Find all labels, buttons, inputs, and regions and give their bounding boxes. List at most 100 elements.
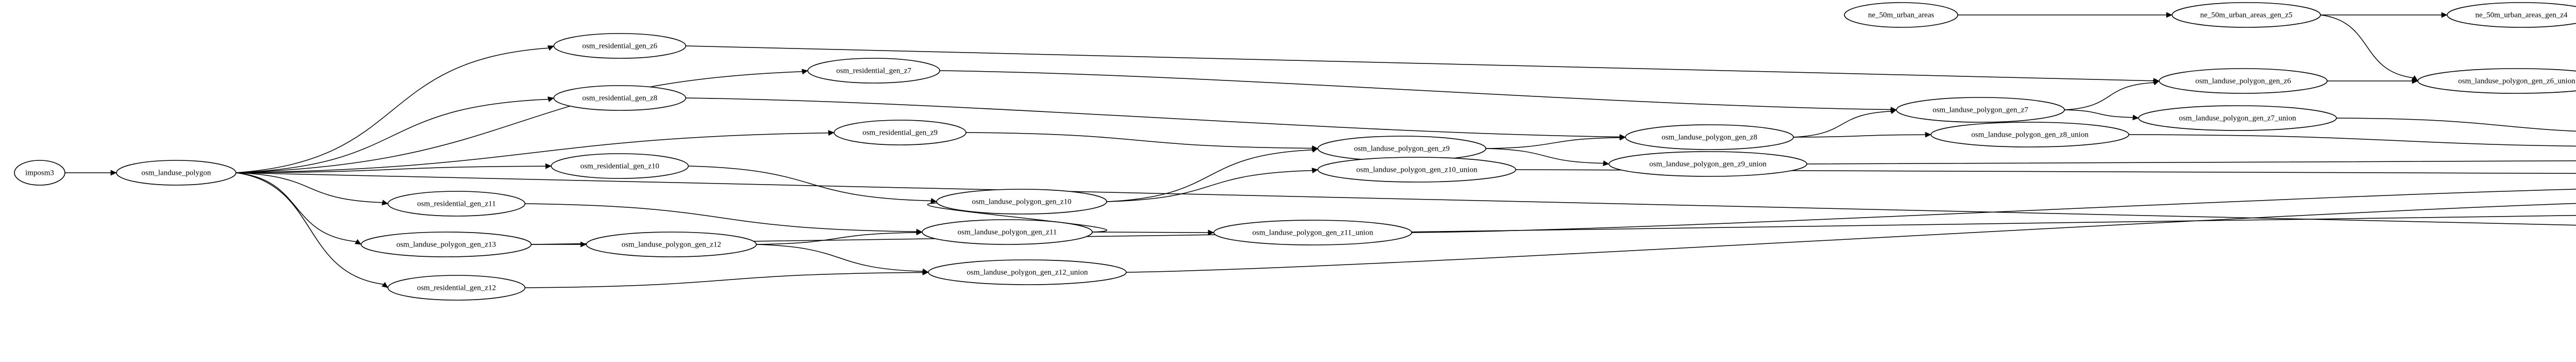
node-osm_landuse_polygon_gen_z11_union[interactable]: osm_landuse_polygon_gen_z11_union	[1213, 220, 1412, 245]
edge-osm_landuse_polygon_gen_z10-to-osm_landuse_polygon_gen_z10_union	[1106, 170, 1313, 202]
node-osm_landuse_polygon_gen_z8[interactable]: osm_landuse_polygon_gen_z8	[1625, 124, 1794, 150]
edge-osm_residential_gen_z9-to-osm_landuse_polygon_gen_z9	[965, 132, 1313, 149]
node-ellipse[interactable]	[2172, 2, 2321, 28]
edge-osm_residential_gen_z11-to-osm_landuse_polygon_gen_z11	[524, 203, 917, 232]
node-ne_50m_urban_areas_gen_z4[interactable]: ne_50m_urban_areas_gen_z4	[2447, 2, 2576, 28]
edge-osm_residential_gen_z12-to-osm_landuse_polygon_gen_z12_union	[524, 272, 923, 288]
node-osm_residential_gen_z11[interactable]: osm_residential_gen_z11	[387, 191, 526, 217]
edge-osm_landuse_polygon_gen_z8-to-osm_landuse_polygon_gen_z8_union	[1793, 134, 1926, 138]
edge-osm_landuse_polygon-to-osm_residential_gen_z9	[235, 132, 829, 173]
edge-osm_landuse_polygon-to-osm_landuse_polygon_gen_z13	[235, 172, 357, 242]
node-osm_landuse_polygon_gen_z7[interactable]: osm_landuse_polygon_gen_z7	[1896, 97, 2065, 123]
node-osm_landuse_polygon[interactable]: osm_landuse_polygon	[116, 160, 236, 186]
edge-osm_landuse_polygon-to-osm_residential_gen_z11	[235, 172, 383, 203]
arrow-head-icon	[1890, 108, 1897, 114]
edge-osm_landuse_polygon-to-osm_residential_gen_z12	[235, 172, 384, 285]
edge-osm_landuse_polygon_gen_z11-to-osm_landuse_polygon_gen_z10	[927, 202, 1108, 233]
arrow-head-icon	[2132, 114, 2139, 121]
arrow-head-icon	[828, 130, 835, 136]
node-ellipse[interactable]	[807, 58, 940, 84]
node-osm_residential_gen_z12[interactable]: osm_residential_gen_z12	[387, 275, 526, 301]
arrow-head-icon	[547, 45, 554, 51]
node-ellipse[interactable]	[387, 191, 526, 217]
node-osm_landuse_polygon_gen_z10_union[interactable]: osm_landuse_polygon_gen_z10_union	[1317, 157, 1516, 183]
node-ellipse[interactable]	[553, 85, 686, 111]
edge-osm_residential_gen_z10-to-osm_landuse_polygon_gen_z10	[688, 166, 931, 202]
node-osm_residential_gen_z7[interactable]: osm_residential_gen_z7	[807, 58, 940, 84]
edge-osm_landuse_polygon-to-osm_residential_gen_z10	[235, 166, 546, 173]
node-osm_landuse_polygon_gen_z11[interactable]: osm_landuse_polygon_gen_z11	[922, 219, 1093, 245]
edge-osm_landuse_polygon_gen_z8_union-to-layer_landuse_z8	[2128, 134, 2576, 147]
node-osm_landuse_polygon_gen_z7_union[interactable]: osm_landuse_polygon_gen_z7_union	[2138, 105, 2337, 131]
node-osm_landuse_polygon_gen_z9_union[interactable]: osm_landuse_polygon_gen_z9_union	[1608, 151, 1807, 177]
node-ellipse[interactable]	[922, 219, 1093, 245]
node-ellipse[interactable]	[387, 275, 526, 301]
node-ellipse[interactable]	[1317, 157, 1516, 183]
arrow-head-icon	[1312, 168, 1318, 174]
node-ellipse[interactable]	[586, 232, 757, 257]
arrow-head-icon	[922, 268, 929, 274]
edge-osm_residential_gen_z7-to-osm_landuse_polygon_gen_z7	[939, 70, 1891, 110]
arrow-head-icon	[1603, 160, 1609, 167]
node-osm_residential_gen_z6[interactable]: osm_residential_gen_z6	[553, 33, 686, 59]
node-ellipse[interactable]	[936, 189, 1107, 215]
nodes-layer: imposm3 osm_landuse_polygon osm_residentia…	[14, 2, 2576, 301]
node-ellipse[interactable]	[1930, 122, 2129, 147]
node-ellipse[interactable]	[1608, 151, 1807, 177]
node-ne_50m_urban_areas_gen_z5[interactable]: ne_50m_urban_areas_gen_z5	[2172, 2, 2321, 28]
node-osm_landuse_polygon_gen_z13[interactable]: osm_landuse_polygon_gen_z13	[361, 232, 532, 257]
node-osm_landuse_polygon_gen_z12[interactable]: osm_landuse_polygon_gen_z12	[586, 232, 757, 257]
edge-osm_landuse_polygon_gen_z8-to-osm_landuse_polygon_gen_z7	[1793, 111, 1891, 138]
node-osm_residential_gen_z8[interactable]: osm_residential_gen_z8	[553, 85, 686, 111]
node-osm_landuse_polygon_gen_z12_union[interactable]: osm_landuse_polygon_gen_z12_union	[928, 259, 1127, 285]
edge-osm_landuse_polygon_gen_z7-to-osm_landuse_polygon_gen_z6	[2064, 82, 2154, 110]
edge-osm_landuse_polygon_gen_z10-to-osm_landuse_polygon_gen_z9	[1106, 149, 1313, 202]
node-ellipse[interactable]	[116, 160, 236, 186]
arrow-head-icon	[580, 241, 587, 248]
node-ellipse[interactable]	[1896, 97, 2065, 123]
arrow-head-icon	[2441, 12, 2448, 18]
node-osm_landuse_polygon_gen_z8_union[interactable]: osm_landuse_polygon_gen_z8_union	[1930, 122, 2129, 147]
arrow-head-icon	[801, 69, 808, 75]
arrow-head-icon	[547, 96, 554, 102]
edge-osm_landuse_polygon_gen_z7_union-to-layer_landuse_z7	[2336, 118, 2576, 132]
node-osm_residential_gen_z9[interactable]: osm_residential_gen_z9	[834, 120, 967, 145]
node-ellipse[interactable]	[2159, 68, 2328, 94]
edge-osm_landuse_polygon-to-osm_residential_gen_z8	[235, 98, 549, 173]
node-imposm3[interactable]: imposm3	[14, 160, 65, 186]
node-osm_landuse_polygon_gen_z6_union[interactable]: osm_landuse_polygon_gen_z6_union	[2417, 68, 2576, 94]
node-ellipse[interactable]	[553, 33, 686, 59]
node-ellipse[interactable]	[361, 232, 532, 257]
arrow-head-icon	[916, 229, 923, 236]
edge-osm_landuse_polygon_gen_z9_union-to-layer_landuse_z9	[1806, 160, 2576, 164]
node-ne_50m_urban_areas[interactable]: ne_50m_urban_areas	[1844, 2, 1958, 28]
node-ellipse[interactable]	[14, 160, 65, 186]
arrow-head-icon	[2166, 12, 2173, 18]
edge-osm_landuse_polygon_gen_z9-to-osm_landuse_polygon_gen_z9_union	[1485, 148, 1604, 164]
node-ellipse[interactable]	[928, 259, 1127, 285]
node-osm_landuse_polygon_gen_z10[interactable]: osm_landuse_polygon_gen_z10	[936, 189, 1107, 215]
arrow-head-icon	[354, 239, 362, 245]
node-ellipse[interactable]	[1625, 124, 1794, 150]
node-ellipse[interactable]	[2417, 68, 2576, 94]
node-ellipse[interactable]	[551, 153, 689, 179]
node-osm_landuse_polygon_gen_z6[interactable]: osm_landuse_polygon_gen_z6	[2159, 68, 2328, 94]
edge-osm_landuse_polygon_gen_z11_union-to-layer_landuse_z11	[1411, 189, 2576, 233]
node-ellipse[interactable]	[1213, 220, 1412, 245]
node-ellipse[interactable]	[1844, 2, 1958, 28]
edge-osm_landuse_polygon_gen_z7-to-osm_landuse_polygon_gen_z7_union	[2064, 109, 2133, 118]
arrow-head-icon	[545, 163, 552, 169]
arrow-head-icon	[1311, 147, 1318, 153]
edge-osm_landuse_polygon-to-osm_residential_gen_z7	[235, 71, 803, 173]
node-ellipse[interactable]	[2138, 105, 2337, 131]
arrow-head-icon	[1208, 229, 1214, 236]
arrow-head-icon	[930, 198, 937, 204]
node-osm_residential_gen_z10[interactable]: osm_residential_gen_z10	[551, 153, 689, 179]
node-ellipse[interactable]	[834, 120, 967, 145]
arrow-head-icon	[110, 170, 117, 176]
arrow-head-icon	[1619, 135, 1626, 141]
node-ellipse[interactable]	[2447, 2, 2576, 28]
arrow-head-icon	[1925, 131, 1931, 138]
